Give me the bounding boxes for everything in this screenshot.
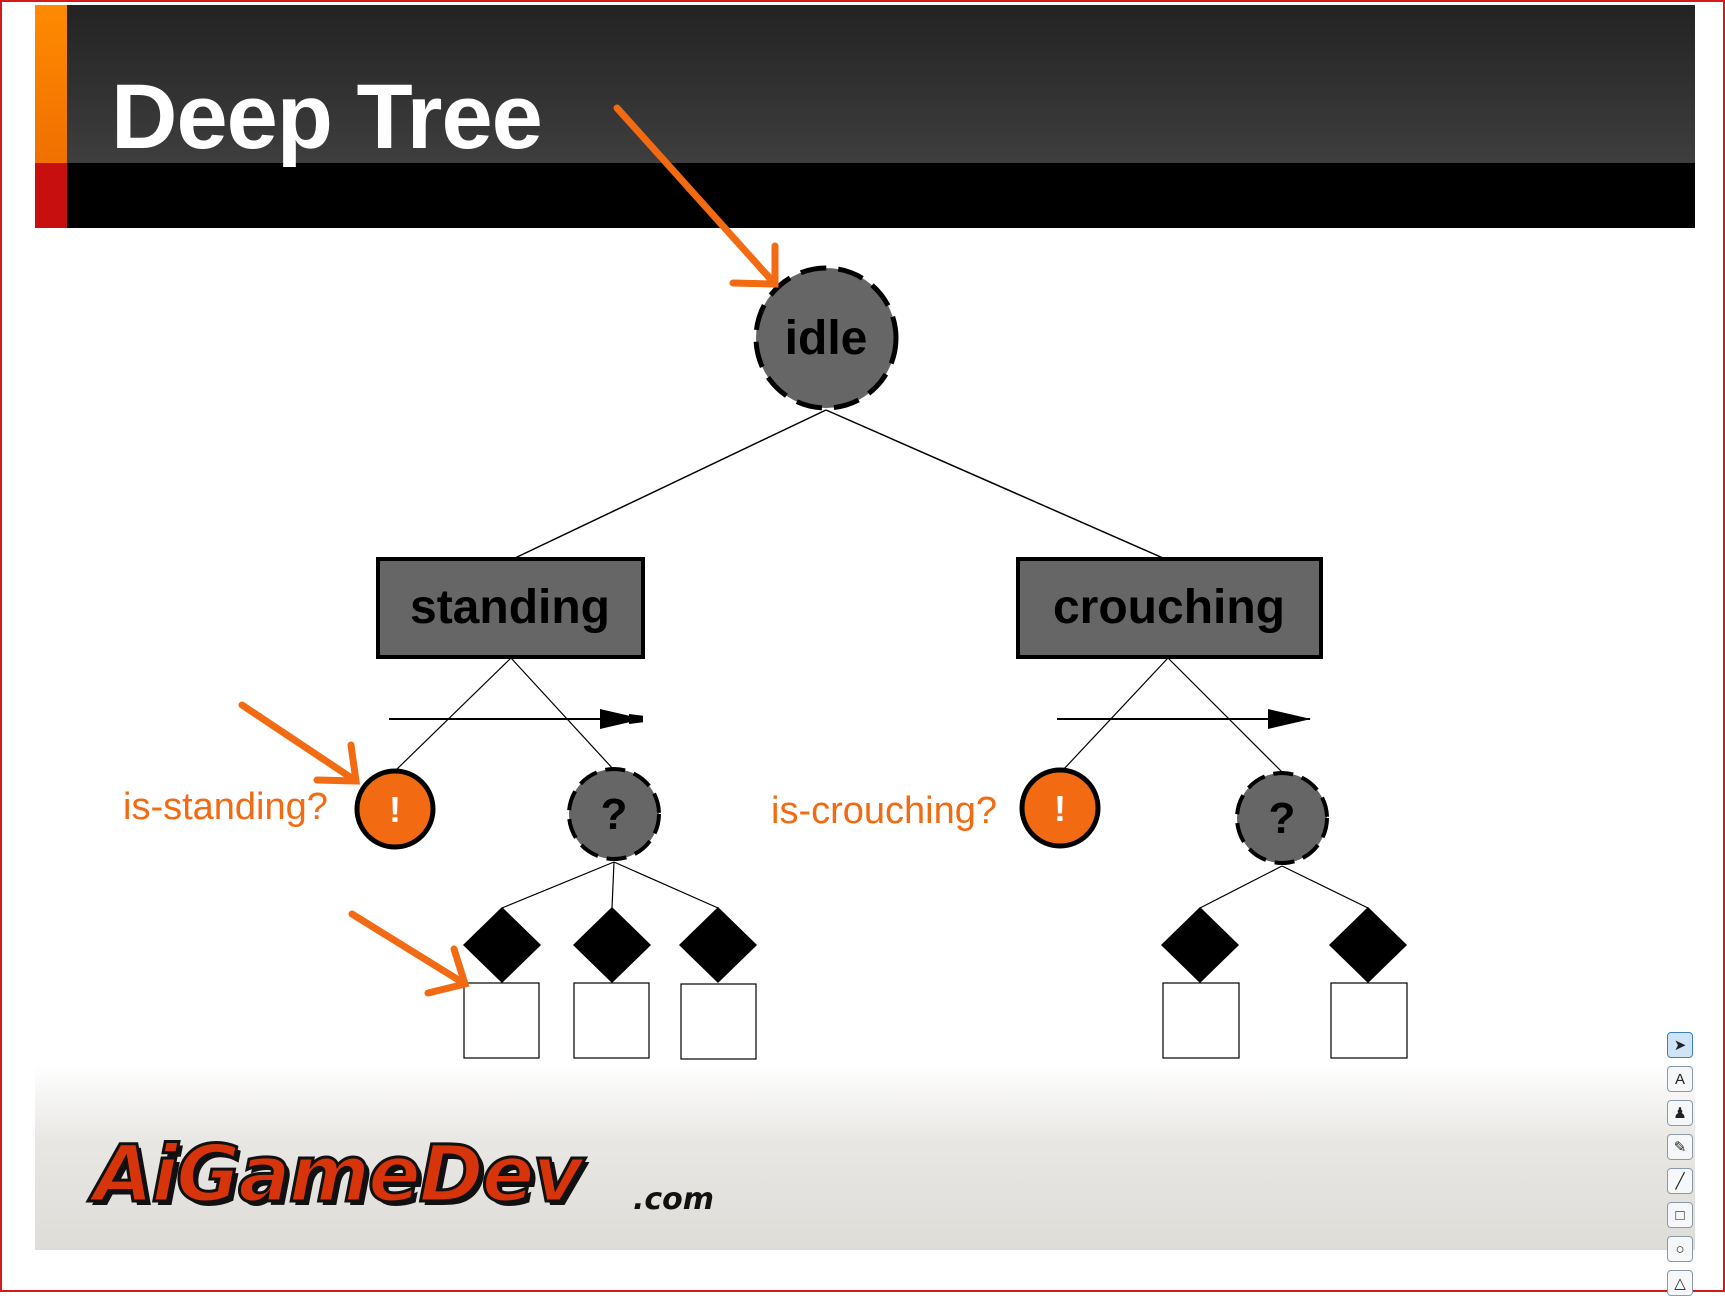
slide: Deep Tree AiGameDev .com	[35, 5, 1695, 1250]
condition-node-standing	[354, 768, 436, 850]
header-accent-red	[35, 163, 67, 228]
condition-label-crouching: is-crouching?	[771, 790, 997, 832]
stamp-tool-button[interactable]: ♟	[1667, 1100, 1693, 1126]
node-idle	[753, 265, 899, 411]
node-crouching	[1016, 557, 1323, 659]
header-background	[35, 5, 1695, 163]
stamp-icon: ♟	[1673, 1105, 1687, 1122]
condition-label-standing: is-standing?	[123, 786, 328, 828]
ellipse-tool-button[interactable]: ○	[1667, 1236, 1693, 1262]
annotation-arrow-condition	[238, 701, 361, 785]
leaf-box-1	[463, 982, 540, 1059]
sequence-arrowhead-right	[1268, 709, 1311, 729]
header-bar	[35, 163, 1695, 228]
edge-idle-crouching	[825, 409, 1164, 559]
aigamedev-logo: AiGameDev .com	[91, 1129, 714, 1240]
edge-idle-standing	[514, 409, 827, 559]
leaf-diamond-5	[1329, 907, 1407, 983]
condition-node-crouching	[1019, 767, 1101, 849]
slide-title: Deep Tree	[111, 66, 543, 168]
logo-wordmark: AiGameDev	[91, 1129, 584, 1222]
pencil-icon: ✎	[1673, 1139, 1687, 1156]
leaf-diamond-4	[1161, 907, 1239, 983]
edge-standing-condition	[395, 657, 512, 771]
leaf-diamond-1	[463, 907, 541, 983]
annotation-arrow-root	[613, 104, 779, 288]
edge-crouching-condition	[1062, 657, 1169, 771]
text-icon: A	[1674, 1070, 1685, 1088]
line-tool-button[interactable]: ╱	[1667, 1168, 1693, 1194]
pencil-tool-button[interactable]: ✎	[1667, 1134, 1693, 1160]
rectangle-icon: □	[1675, 1206, 1685, 1224]
edge-selector-diamond-1	[501, 861, 615, 909]
line-icon: ╱	[1675, 1173, 1685, 1190]
edge-crouching-selector	[1167, 657, 1283, 773]
triangle-tool-button[interactable]: △	[1667, 1270, 1693, 1296]
leaf-box-2	[573, 982, 650, 1059]
selector-node-crouching	[1235, 771, 1329, 865]
edge-selector-diamond-3	[613, 861, 719, 909]
selector-node-crouching-symbol: ?	[1269, 794, 1296, 843]
selector-node-standing	[567, 767, 661, 861]
leaf-box-4	[1162, 982, 1240, 1059]
node-standing-label: standing	[410, 581, 610, 634]
node-idle-label: idle	[785, 312, 868, 365]
edge-selector-diamond-2	[611, 861, 615, 909]
ellipse-icon: ○	[1675, 1240, 1685, 1258]
rectangle-tool-button[interactable]: □	[1667, 1202, 1693, 1228]
edge-standing-selector	[510, 657, 615, 771]
annotation-arrow-leaf	[348, 910, 470, 997]
slide-footer	[35, 1065, 1695, 1250]
edge-selector-diamond-5	[1281, 865, 1369, 909]
node-standing	[376, 557, 645, 659]
condition-node-crouching-symbol: !	[1054, 788, 1066, 829]
selector-node-standing-symbol: ?	[601, 790, 628, 839]
condition-node-standing-symbol: !	[389, 789, 401, 830]
edge-selector-diamond-4	[1199, 865, 1283, 909]
sequence-arrowhead-left	[600, 709, 643, 729]
annotation-toolbar: ➤ A ♟ ✎ ╱ □ ○ △	[1665, 1030, 1697, 1296]
leaf-box-3	[680, 983, 757, 1060]
leaf-diamond-3	[679, 907, 757, 983]
text-tool-button[interactable]: A	[1667, 1066, 1693, 1092]
pointer-tool-button[interactable]: ➤	[1667, 1032, 1693, 1058]
logo-suffix: .com	[633, 1182, 715, 1217]
node-crouching-label: crouching	[1053, 581, 1285, 634]
triangle-icon: △	[1674, 1275, 1686, 1292]
leaf-diamond-2	[573, 907, 651, 983]
pointer-icon: ➤	[1673, 1037, 1687, 1054]
header-accent-orange	[35, 5, 67, 163]
leaf-box-5	[1330, 982, 1408, 1059]
